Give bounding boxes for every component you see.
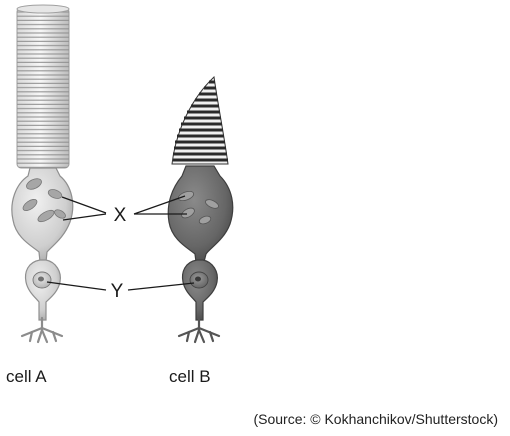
leader-y-b (127, 282, 195, 291)
source-credit: (Source: © Kokhanchikov/Shutterstock) (253, 411, 498, 427)
leader-lines (46, 195, 195, 291)
cell-a-nucleus-body (24, 259, 61, 321)
leader-x-a2 (62, 213, 107, 221)
label-cell-a: cell A (6, 367, 47, 386)
leader-x-a1 (61, 196, 107, 214)
cell-a-organelles (22, 178, 66, 223)
cell-a-synaptic-terminal (20, 316, 64, 344)
label-y: Y (111, 281, 124, 302)
cell-b (167, 75, 234, 344)
cell-a (11, 4, 74, 344)
label-x: X (114, 205, 127, 226)
cell-b-nucleus-body (181, 259, 218, 321)
label-cell-b: cell B (169, 367, 211, 386)
leader-x-b1 (133, 195, 186, 215)
cell-a-outer-segment (16, 4, 70, 169)
cell-b-synaptic-terminal (177, 316, 221, 344)
cell-b-outer-segment (171, 75, 229, 165)
leader-y-a (46, 281, 107, 291)
